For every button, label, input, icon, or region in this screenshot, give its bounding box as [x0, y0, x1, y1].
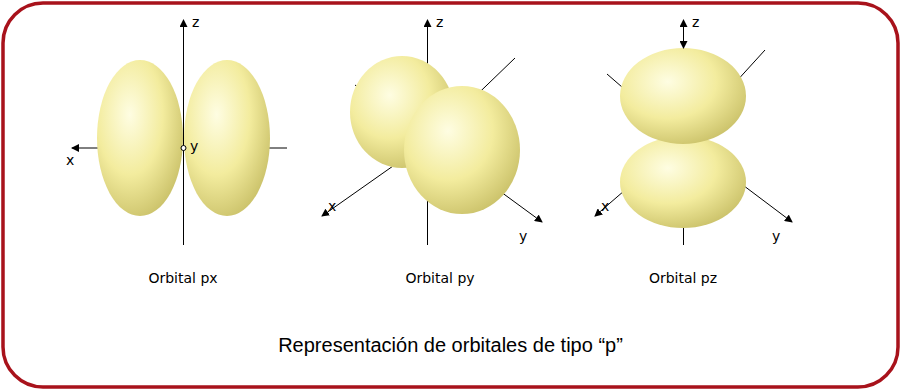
figure-caption: Representación de orbitales de tipo “p”	[40, 334, 861, 357]
orbital-name: Orbital px	[103, 270, 263, 286]
axis-label: z	[692, 14, 699, 30]
axis-label: x	[601, 198, 609, 214]
axis-label: y	[519, 228, 527, 244]
axis-label: x	[328, 198, 336, 214]
axis-label: z	[192, 14, 199, 30]
axis-label: z	[436, 14, 443, 30]
orbital-name: Orbital py	[360, 270, 520, 286]
axis-label: y	[772, 228, 780, 244]
orbital-name: Orbital pz	[603, 270, 763, 286]
axis-label: x	[66, 152, 74, 168]
axis-label: y	[190, 138, 198, 154]
